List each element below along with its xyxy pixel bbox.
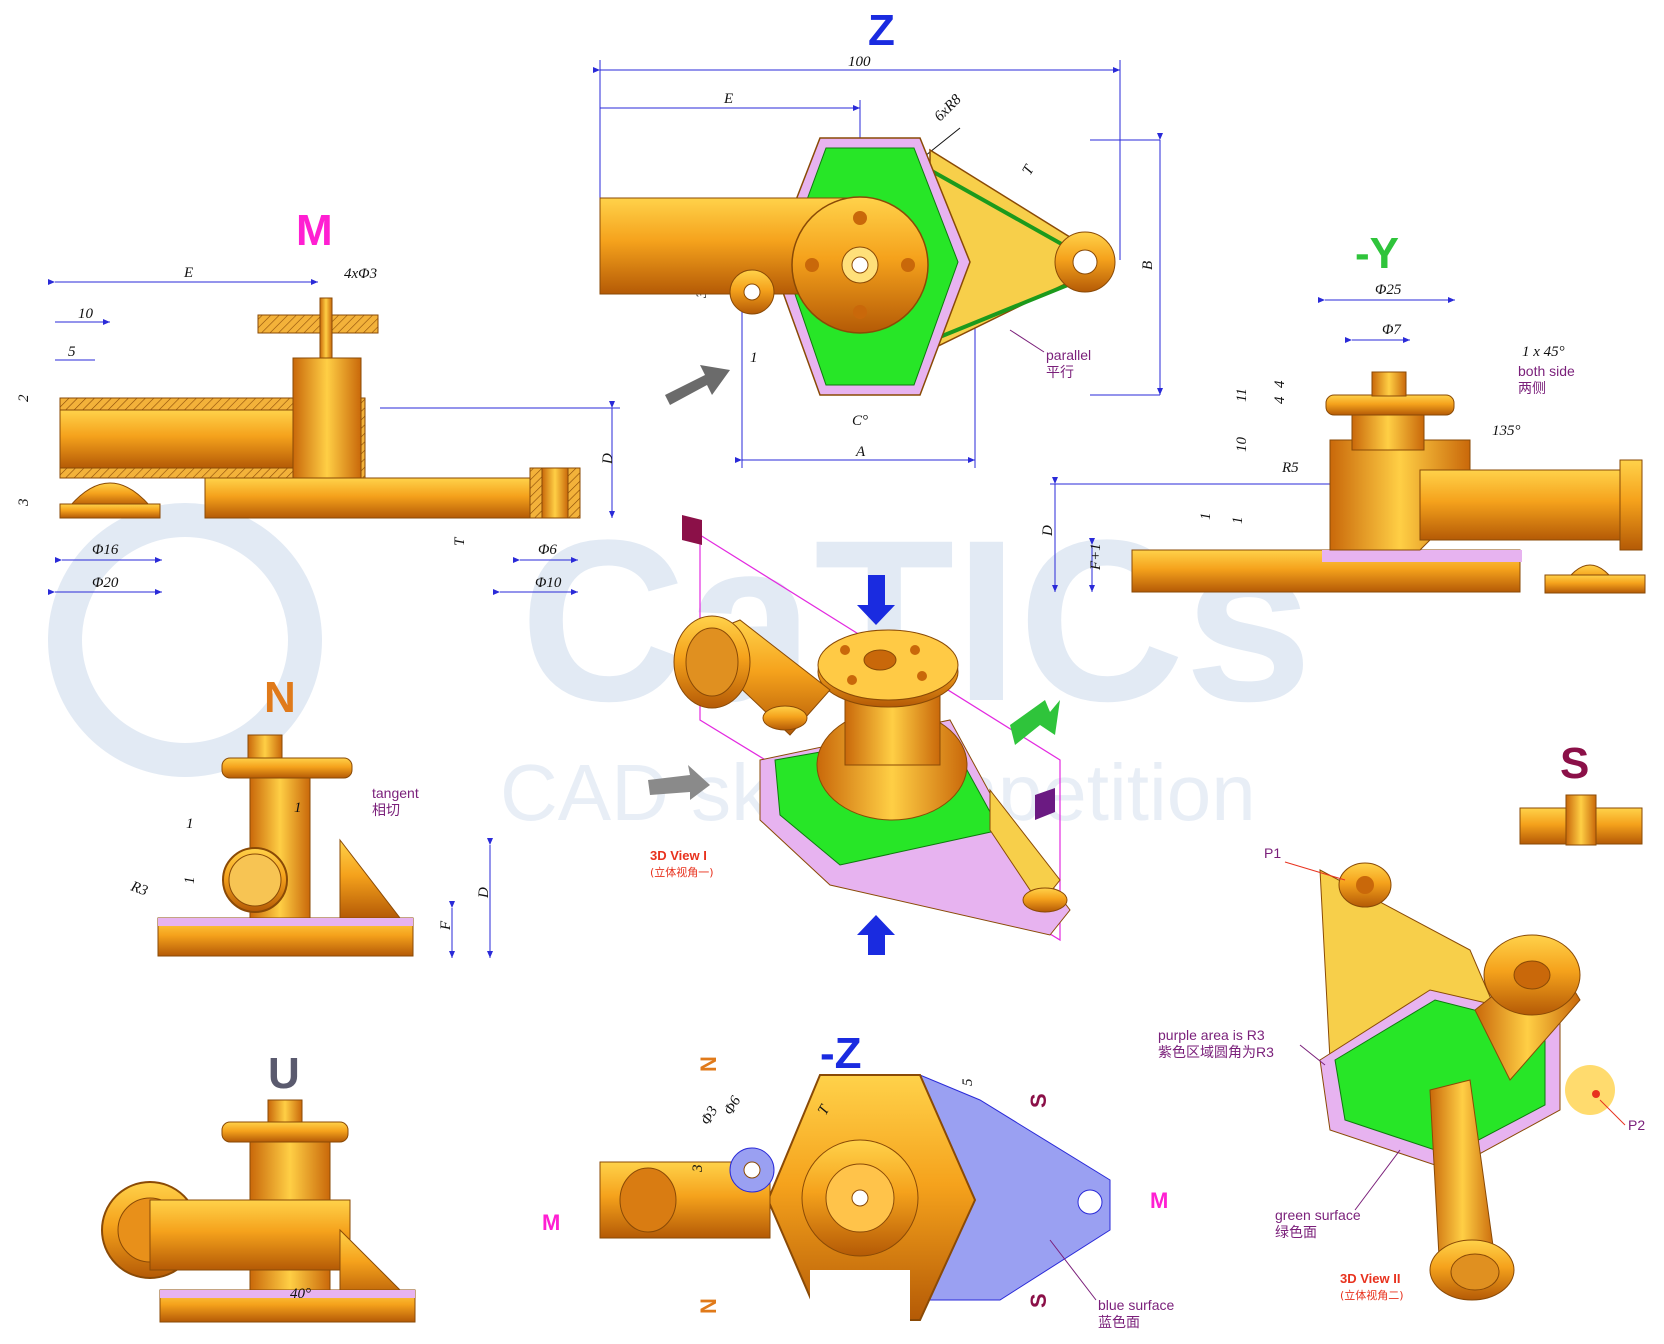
- view-label-n: N: [264, 673, 296, 722]
- dim-y-1x45: 1 x 45°: [1522, 344, 1565, 360]
- m-direction-flag-icon: [682, 515, 702, 545]
- dim-z-100: 100: [848, 54, 871, 70]
- n-direction-arrow-icon: [648, 765, 710, 800]
- dim-z-6xR8: 6xR8: [932, 91, 965, 124]
- view-3d-one: 3D View I (立体视角一): [648, 515, 1071, 955]
- neg-z-section-n-top: N: [696, 1056, 721, 1072]
- view-3d-two-title: 3D View II: [1340, 1271, 1400, 1286]
- dim-y-4b: 4: [1272, 396, 1288, 404]
- y-direction-arrow-icon: [1010, 700, 1060, 745]
- view-3d-one-title: 3D View I: [650, 848, 707, 863]
- m-flange: [257, 314, 379, 334]
- dim-nz-d6: Φ6: [721, 1093, 745, 1118]
- note-purple-en: purple area is R3: [1158, 1027, 1265, 1043]
- neg-z-section-m-left: M: [542, 1210, 560, 1235]
- dim-z-B: B: [1140, 261, 1156, 270]
- dim-y-135: 135°: [1492, 423, 1521, 439]
- dim-nz-5: 5: [960, 1078, 976, 1086]
- note-parallel-cn: 平行: [1046, 364, 1074, 380]
- dim-z-C: C°: [852, 413, 868, 429]
- view-label-z: Z: [868, 6, 895, 55]
- dim-m-d16: Φ16: [92, 542, 119, 558]
- dim-n-F: F: [438, 920, 454, 931]
- view-label-s: S: [1560, 739, 1589, 788]
- dim-n-1c: 1: [182, 877, 198, 885]
- dim-m-d6: Φ6: [538, 542, 557, 558]
- dim-m-d10: Φ10: [535, 575, 562, 591]
- dim-nz-3: 3: [690, 1165, 706, 1174]
- note-tangent-cn: 相切: [372, 802, 400, 818]
- dim-y-F1: F+1: [1088, 543, 1104, 571]
- y-pipe: [1419, 469, 1631, 541]
- neg-z-section-m-right: M: [1150, 1188, 1168, 1213]
- view-3d-one-sub: (立体视角一): [650, 865, 714, 879]
- dim-m-3: 3: [16, 499, 32, 508]
- dim-n-R3: R3: [128, 878, 150, 899]
- view-n: N tangent 相切 1 1 R3 1 F D: [128, 673, 493, 958]
- dim-m-10: 10: [78, 306, 94, 322]
- note-blue-cn: 蓝色面: [1098, 1314, 1140, 1330]
- note-both-side-cn: 两侧: [1518, 380, 1546, 396]
- s-direction-flag-icon: [1035, 788, 1055, 820]
- dim-z-E: E: [723, 91, 733, 107]
- note-parallel-en: parallel: [1046, 347, 1091, 363]
- label-p2: P2: [1628, 1117, 1645, 1133]
- view-label-u: U: [268, 1049, 300, 1098]
- dim-z-A: A: [855, 444, 866, 460]
- dim-u-40: 40°: [290, 1286, 311, 1302]
- neg-z-section-s-bot: S: [1026, 1293, 1051, 1308]
- view-m: M E 4xΦ3 10 5 2 3 8 F T D Φ16 Φ20 Φ6 Φ10: [16, 206, 620, 595]
- u-direction-arrow-icon: [665, 365, 730, 405]
- dim-z-T: T: [1020, 161, 1039, 178]
- dim-n-D: D: [476, 887, 492, 899]
- label-p1: P1: [1264, 845, 1281, 861]
- neg-z-section-s-top: S: [1026, 1093, 1051, 1108]
- dim-y-d25: Φ25: [1375, 282, 1402, 298]
- dim-m-4xd3: 4xΦ3: [344, 266, 377, 282]
- dim-m-T: T: [452, 536, 468, 546]
- note-both-side-en: both side: [1518, 363, 1575, 379]
- dim-y-1a: 1: [1198, 513, 1214, 521]
- dim-n-1a: 1: [186, 816, 194, 832]
- dim-m-E: E: [183, 265, 193, 281]
- view-z: Z 100 E 6xR8 B T 3 3 1 A C°: [593, 6, 1163, 468]
- dim-z-3b: 3: [694, 291, 710, 300]
- view-label-m: M: [296, 206, 333, 255]
- m-neck: [292, 357, 362, 479]
- view-s: S: [1519, 739, 1643, 846]
- view-u: U 40°: [101, 1049, 416, 1323]
- view-3d-two: 3D View II (立体视角二) purple area is R3 紫色区…: [1158, 845, 1645, 1302]
- note-purple-cn: 紫色区域圆角为R3: [1158, 1044, 1274, 1060]
- view-neg-y: -Y Φ25 Φ7 1 x 45° both side 两侧 4 4 11 10…: [1040, 229, 1646, 594]
- gear-logo-icon: [48, 503, 322, 777]
- neg-z-section-n-bot: N: [696, 1298, 721, 1314]
- dim-y-10: 10: [1234, 437, 1250, 453]
- dim-y-4a: 4: [1272, 380, 1288, 388]
- view-3d-two-sub: (立体视角二): [1340, 1288, 1404, 1302]
- m-plate: [204, 477, 581, 519]
- dim-nz-d3: Φ3: [698, 1104, 721, 1128]
- dim-y-1b: 1: [1230, 517, 1246, 525]
- note-blue-en: blue surface: [1098, 1297, 1174, 1313]
- note-green-cn: 绿色面: [1275, 1224, 1317, 1240]
- dim-y-11: 11: [1234, 388, 1250, 402]
- note-green-en: green surface: [1275, 1207, 1361, 1223]
- dim-n-1b: 1: [294, 800, 302, 816]
- dim-z-1: 1: [750, 350, 758, 366]
- dim-y-d7: Φ7: [1382, 322, 1402, 338]
- dim-m-2: 2: [16, 394, 32, 402]
- dim-y-R5: R5: [1281, 460, 1299, 476]
- dim-m-5: 5: [68, 344, 76, 360]
- note-tangent-en: tangent: [372, 785, 419, 801]
- dim-y-D: D: [1040, 525, 1056, 537]
- dim-m-d20: Φ20: [92, 575, 119, 591]
- z-direction-arrow-icon: [857, 575, 895, 955]
- dim-m-D: D: [600, 453, 616, 465]
- view-label-neg-y: -Y: [1355, 229, 1399, 278]
- view-neg-z: -Z 5 T Φ6 Φ3 3 M M S S N N blue surface …: [542, 1029, 1174, 1344]
- m-pipe: [59, 409, 331, 469]
- view-label-neg-z: -Z: [820, 1029, 862, 1078]
